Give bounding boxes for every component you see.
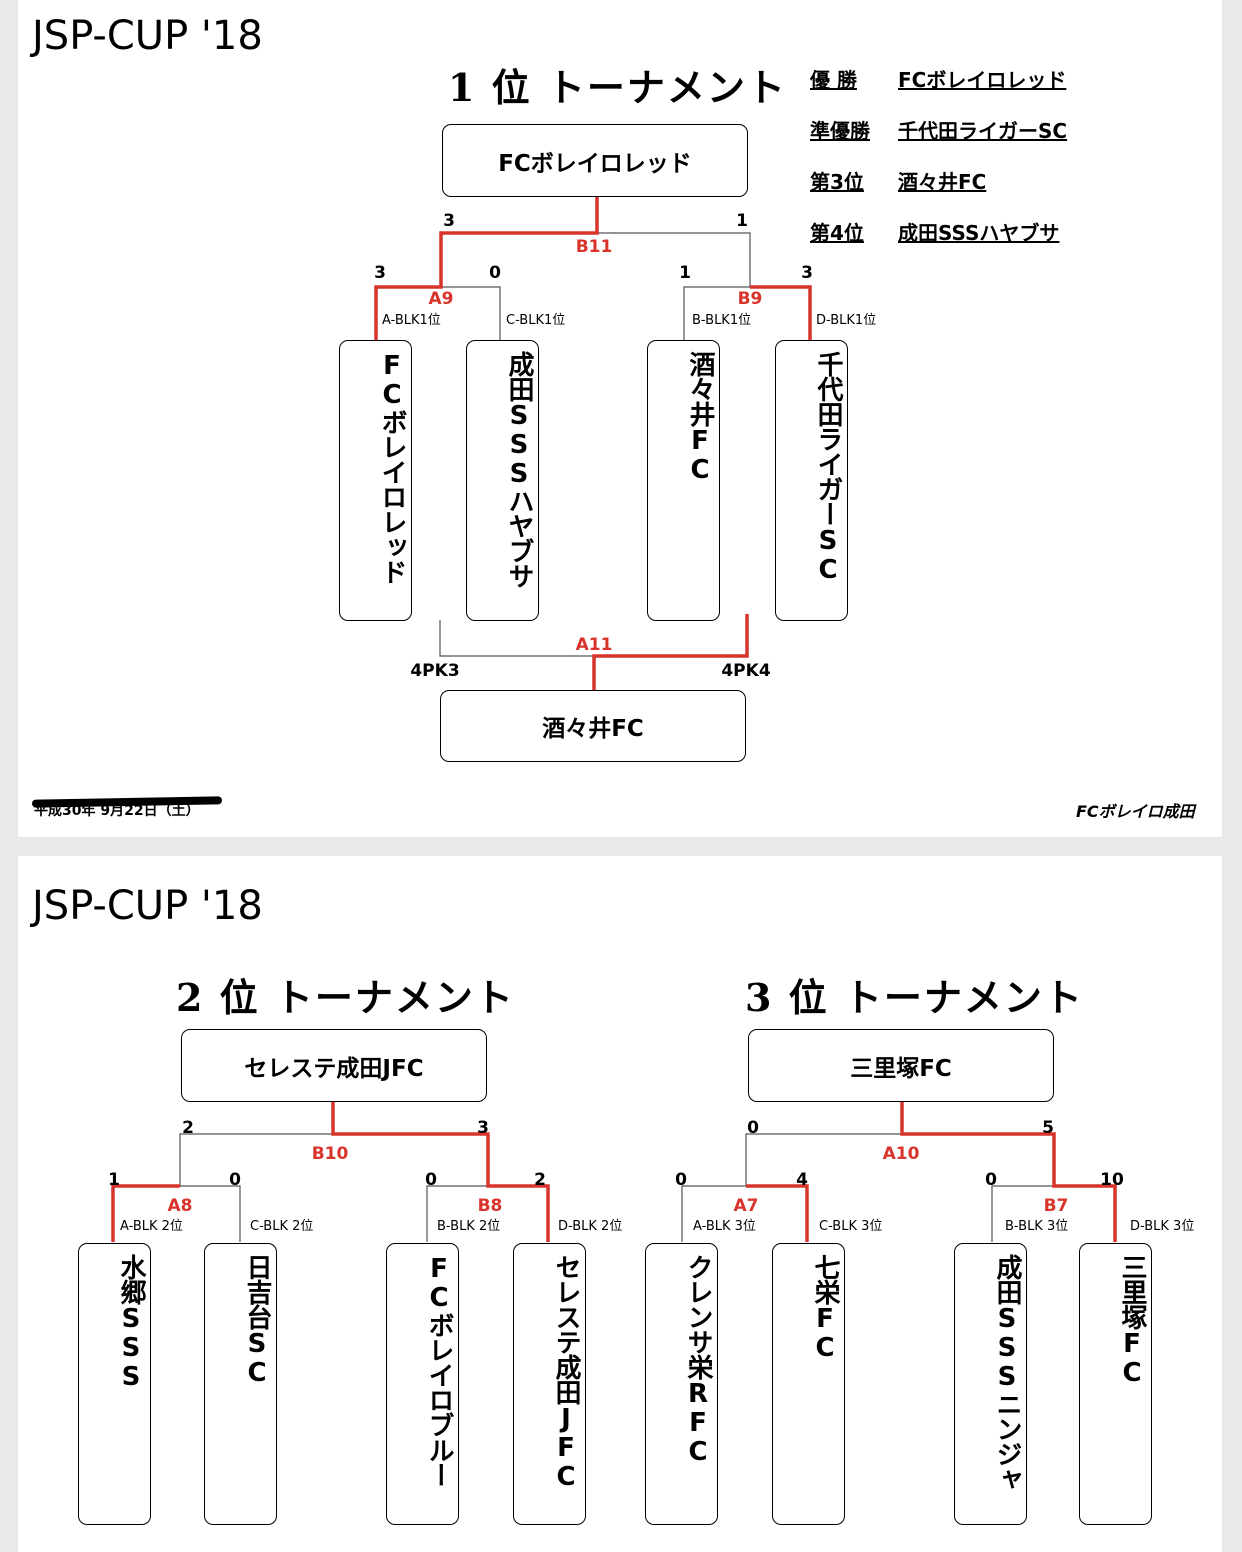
- score-final-left: 3: [443, 211, 455, 231]
- match-label: B8: [477, 1196, 503, 1216]
- third-place-winner-box: 酒々井FC: [440, 690, 746, 762]
- champion-box-3rd: 三里塚FC: [748, 1029, 1054, 1102]
- champion-box-2nd: セレステ成田JFC: [181, 1029, 487, 1102]
- team-box: 三里塚FC: [1079, 1243, 1152, 1525]
- score-semi-left-b: 0: [489, 263, 501, 283]
- match-semi-right: B9: [737, 289, 763, 309]
- blk-label: D-BLK 3位: [1130, 1219, 1195, 1234]
- score: 2: [182, 1118, 194, 1138]
- blk-label: D-BLK1位: [816, 313, 877, 328]
- bracket-sheet-1: JSP-CUP '18 1 位 トーナメント 優 勝 FCボレイロレッド 準優勝…: [18, 0, 1222, 837]
- team-name: 酒々井FC: [685, 351, 715, 484]
- blk-label: B-BLK 2位: [437, 1219, 501, 1234]
- blk-label: C-BLK1位: [506, 313, 566, 328]
- team-name: 七栄FC: [810, 1254, 840, 1362]
- blk-label: B-BLK 3位: [1005, 1219, 1069, 1234]
- document-title: JSP-CUP '18: [32, 13, 263, 59]
- score: 10: [1100, 1170, 1124, 1190]
- score: 0: [675, 1170, 687, 1190]
- bracket-lines: [374, 197, 812, 690]
- score-semi-left-a: 3: [374, 263, 386, 283]
- bracket-lines: [111, 1102, 1117, 1242]
- footer-date: 平成30年 9月22日（土）: [34, 803, 200, 819]
- result-team-3: 酒々井FC: [898, 170, 987, 194]
- team-name: 成田SSSニンジャ: [992, 1254, 1022, 1491]
- blk-label: A-BLK 2位: [120, 1219, 183, 1234]
- blk-label: A-BLK1位: [382, 313, 441, 328]
- match-final: B11: [575, 237, 613, 257]
- champion-box: FCボレイロレッド: [442, 124, 748, 197]
- document-title: JSP-CUP '18: [32, 883, 263, 929]
- score: 5: [1042, 1118, 1054, 1138]
- result-label-3: 第3位: [810, 170, 864, 194]
- match-label: A8: [167, 1196, 193, 1216]
- team-box: FCボレイロブルー: [386, 1243, 459, 1525]
- team-name: FCボレイロブルー: [424, 1254, 454, 1487]
- tournament-title-3rd: 3 位 トーナメント: [745, 975, 1084, 1020]
- team-box: 成田SSSハヤブサ: [466, 340, 539, 621]
- tournament-title: 1 位 トーナメント: [448, 65, 787, 110]
- blk-label: C-BLK 2位: [250, 1219, 314, 1234]
- footer-organization: FCボレイロ成田: [1076, 802, 1195, 821]
- score-semi-right-b: 3: [801, 263, 813, 283]
- score: 0: [425, 1170, 437, 1190]
- blk-label: D-BLK 2位: [558, 1219, 623, 1234]
- bracket-sheet-2: JSP-CUP '18 2 位 トーナメント 3 位 トーナメント セレステ成田…: [18, 856, 1222, 1552]
- team-name: セレステ成田JFC: [551, 1254, 581, 1491]
- team-box: クレンサ栄RFC: [645, 1243, 718, 1525]
- team-box: 成田SSSニンジャ: [954, 1243, 1027, 1525]
- team-box: 水郷SSS: [78, 1243, 151, 1525]
- score: 4: [796, 1170, 808, 1190]
- result-team-2: 千代田ライガーSC: [898, 119, 1068, 143]
- match-label: A10: [882, 1144, 920, 1164]
- result-label-2: 準優勝: [810, 119, 870, 143]
- team-name: 千代田ライガーSC: [813, 351, 843, 584]
- score: 2: [534, 1170, 546, 1190]
- team-name: FCボレイロレッド: [377, 351, 407, 584]
- result-label-1: 優 勝: [810, 68, 857, 92]
- match-label: A7: [733, 1196, 759, 1216]
- team-name: 日吉台SC: [242, 1254, 272, 1387]
- team-box: セレステ成田JFC: [513, 1243, 586, 1525]
- pk-score-right: 4PK4: [721, 661, 771, 681]
- team-name: 成田SSSハヤブサ: [504, 351, 534, 588]
- team-name: 三里塚FC: [1117, 1254, 1147, 1387]
- score: 0: [747, 1118, 759, 1138]
- match-third-place: A11: [575, 635, 613, 655]
- score-semi-right-a: 1: [679, 263, 691, 283]
- team-name: 水郷SSS: [116, 1254, 146, 1391]
- blk-label: B-BLK1位: [692, 313, 752, 328]
- score: 0: [229, 1170, 241, 1190]
- score: 1: [108, 1170, 120, 1190]
- team-box: 七栄FC: [772, 1243, 845, 1525]
- blk-label: A-BLK 3位: [693, 1219, 756, 1234]
- match-semi-left: A9: [428, 289, 454, 309]
- team-box: 酒々井FC: [647, 340, 720, 621]
- result-team-4: 成田SSSハヤブサ: [898, 221, 1060, 245]
- team-box: 千代田ライガーSC: [775, 340, 848, 621]
- score-final-right: 1: [736, 211, 748, 231]
- score: 3: [477, 1118, 489, 1138]
- result-label-4: 第4位: [810, 221, 864, 245]
- score: 0: [985, 1170, 997, 1190]
- result-team-1: FCボレイロレッド: [898, 68, 1067, 92]
- team-box: 日吉台SC: [204, 1243, 277, 1525]
- match-label: B10: [311, 1144, 349, 1164]
- team-box: FCボレイロレッド: [339, 340, 412, 621]
- team-name: クレンサ栄RFC: [683, 1254, 713, 1466]
- pk-score-left: 4PK3: [410, 661, 460, 681]
- match-label: B7: [1043, 1196, 1069, 1216]
- blk-label: C-BLK 3位: [819, 1219, 883, 1234]
- tournament-title-2nd: 2 位 トーナメント: [176, 975, 515, 1020]
